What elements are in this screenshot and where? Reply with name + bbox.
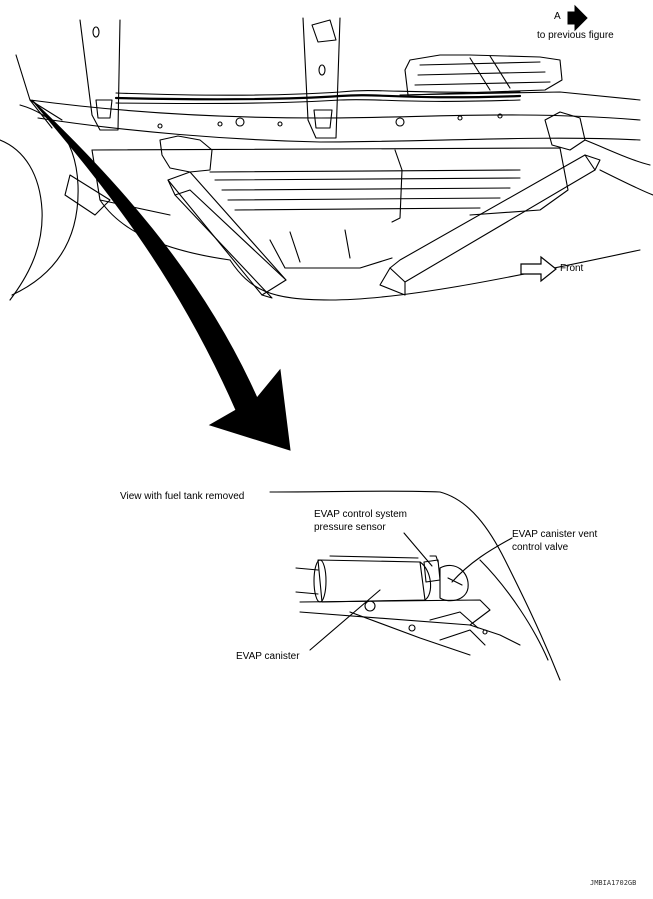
- reference-code: JMBIA1702GB: [590, 879, 637, 887]
- front-label: Front: [560, 263, 584, 274]
- view-caption: View with fuel tank removed: [120, 491, 245, 502]
- callout-leaders: [309, 532, 513, 651]
- vent-valve-label-line1: EVAP canister vent: [512, 529, 598, 540]
- filled-right-arrow-icon: [567, 4, 588, 32]
- canister-detail-illustration: [269, 490, 561, 681]
- vent-valve-label-line2: control valve: [512, 542, 569, 553]
- canister-label: EVAP canister: [236, 651, 300, 662]
- callout-letter: A: [554, 11, 561, 22]
- pressure-sensor-label-line1: EVAP control system: [314, 509, 407, 520]
- previous-figure-label: to previous figure: [537, 30, 614, 41]
- curved-pointer-arrow-icon: [31, 99, 291, 451]
- pointer-leader: [29, 99, 53, 129]
- outline-right-arrow-icon: [520, 255, 557, 283]
- pressure-sensor-label-line2: pressure sensor: [314, 522, 386, 533]
- underbody-illustration: [0, 17, 653, 301]
